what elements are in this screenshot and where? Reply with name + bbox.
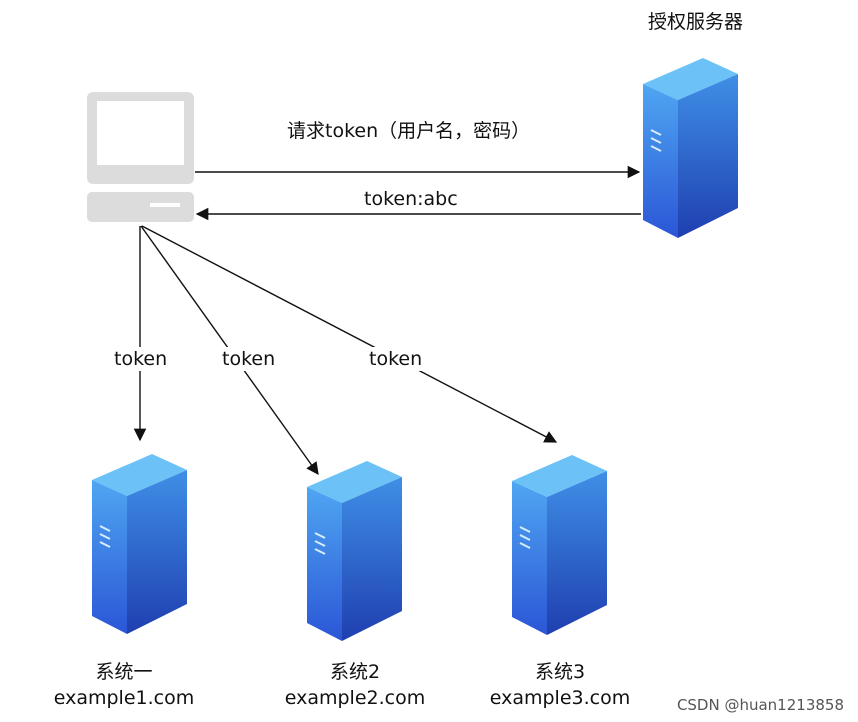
edge-label-system3: token [367, 347, 425, 371]
system3-title: 系统3 [534, 661, 586, 683]
response-label: token:abc [364, 188, 458, 210]
request-label: 请求token（用户名，密码） [287, 120, 531, 142]
system2-title: 系统2 [329, 661, 381, 683]
system1-domain: example1.com [53, 687, 195, 709]
computer-icon [87, 92, 194, 222]
server-icon [91, 453, 188, 635]
server-icon [511, 454, 608, 636]
server-icon [306, 460, 403, 642]
system2-domain: example2.com [284, 687, 426, 709]
edge-label-system2: token [220, 347, 278, 371]
watermark: CSDN @huan1213858 [676, 696, 844, 714]
arrow-to-system3 [141, 225, 558, 443]
system1-title: 系统一 [95, 661, 153, 683]
system3-domain: example3.com [489, 687, 631, 709]
edge-label-system1: token [112, 347, 170, 371]
server-icon [642, 57, 739, 239]
auth-server-title: 授权服务器 [648, 11, 744, 33]
